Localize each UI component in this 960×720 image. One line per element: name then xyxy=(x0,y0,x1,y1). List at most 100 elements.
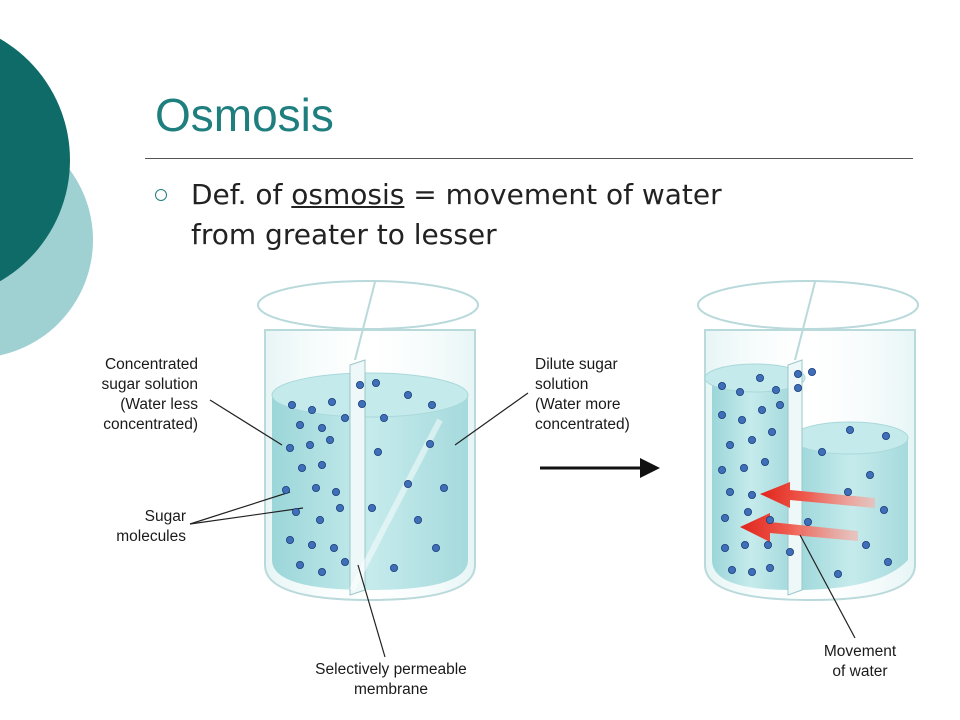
sugar-molecule xyxy=(748,490,757,499)
sugar-molecule xyxy=(736,387,745,396)
right-beaker-rim xyxy=(697,280,919,330)
sugar-molecule xyxy=(756,373,765,382)
left-glass-highlight xyxy=(349,418,443,592)
sugar-molecule xyxy=(413,516,422,525)
dilute-callout xyxy=(454,392,529,446)
right-water-surface-high xyxy=(704,363,806,393)
sugar-molecule xyxy=(726,440,735,449)
bullet-term: osmosis xyxy=(291,178,405,211)
sugar-molecule xyxy=(718,381,727,390)
bullet-prefix: Def. of xyxy=(191,178,292,211)
sugar-molecule xyxy=(317,423,326,432)
sugar-molecule xyxy=(367,503,376,512)
sugar-molecule xyxy=(818,447,827,456)
sugar-molecule xyxy=(884,558,893,567)
sugar-molecule xyxy=(834,570,843,579)
bullet-text: Def. of osmosis = movement of water from… xyxy=(191,175,751,255)
sugar-molecule xyxy=(297,463,306,472)
sugar-molecule xyxy=(808,367,817,376)
sugar-molecule xyxy=(758,405,767,414)
sugar-molecule xyxy=(766,564,775,573)
label-dilute: Dilute sugar solution (Water more concen… xyxy=(535,356,630,433)
membrane-callout xyxy=(357,564,386,658)
circle-bullet-icon xyxy=(155,189,167,201)
sugar-molecules xyxy=(281,367,893,579)
sugar-callout-upper xyxy=(189,491,291,525)
left-beaker-rim xyxy=(257,280,479,330)
left-membrane xyxy=(349,359,366,596)
bullet-suffix: = movement of water from greater to less… xyxy=(191,178,722,251)
sugar-molecule xyxy=(748,435,757,444)
sugar-molecule xyxy=(285,443,294,452)
sugar-molecule xyxy=(331,487,340,496)
sugar-molecule xyxy=(325,435,334,444)
sugar-molecule xyxy=(768,427,777,436)
sugar-molecule xyxy=(327,397,336,406)
sugar-molecule xyxy=(772,385,781,394)
sugar-molecule xyxy=(403,390,412,399)
sugar-molecule xyxy=(882,431,891,440)
sugar-molecule xyxy=(427,400,436,409)
sugar-molecule xyxy=(340,413,349,422)
callout-lines xyxy=(189,392,856,658)
sugar-molecule xyxy=(357,399,366,408)
sugar-molecule xyxy=(718,410,727,419)
label-movement-of-water: Movement of water xyxy=(823,643,897,680)
sugar-molecule xyxy=(786,548,795,557)
right-beaker-water-left xyxy=(712,385,790,590)
sugar-molecule xyxy=(287,400,296,409)
sugar-molecule xyxy=(844,487,853,496)
sugar-molecule xyxy=(371,378,380,387)
movement-callout xyxy=(799,534,856,639)
sugar-molecule xyxy=(880,505,889,514)
sugar-molecule xyxy=(315,516,324,525)
sugar-molecule xyxy=(846,425,855,434)
sugar-molecule xyxy=(340,558,349,567)
sugar-molecule xyxy=(311,483,320,492)
sugar-molecule xyxy=(721,544,730,553)
right-beaker-water-right xyxy=(795,440,908,590)
left-beaker-water xyxy=(272,395,468,590)
slide-title: Osmosis xyxy=(155,89,334,141)
sugar-molecule xyxy=(291,507,300,516)
sugar-molecule xyxy=(307,405,316,414)
sugar-molecule xyxy=(721,514,730,523)
sugar-molecule xyxy=(866,470,875,479)
left-membrane-top xyxy=(354,281,376,361)
sugar-molecule xyxy=(329,544,338,553)
concentrated-callout xyxy=(209,399,283,446)
sugar-molecule xyxy=(305,440,314,449)
sugar-molecule xyxy=(317,568,326,577)
label-concentrated: Concentrated sugar solution (Water less … xyxy=(101,356,198,433)
sugar-molecule xyxy=(748,568,757,577)
sugar-molecule xyxy=(335,503,344,512)
sugar-molecule xyxy=(738,415,747,424)
sugar-molecule xyxy=(726,487,735,496)
sugar-molecule xyxy=(741,541,750,550)
sugar-molecule xyxy=(295,420,304,429)
sugar-molecule xyxy=(355,380,364,389)
sugar-molecule xyxy=(285,536,294,545)
sugar-molecule xyxy=(389,564,398,573)
sugar-molecule xyxy=(295,561,304,570)
sugar-molecule xyxy=(794,369,803,378)
sugar-molecule xyxy=(740,463,749,472)
title-divider xyxy=(145,158,913,159)
sugar-molecule xyxy=(317,460,326,469)
dark-teal-circle xyxy=(0,38,70,282)
sugar-molecule xyxy=(425,439,434,448)
sugar-molecule xyxy=(307,541,316,550)
label-membrane: Selectively permeable membrane xyxy=(315,661,467,698)
right-beaker xyxy=(697,280,919,602)
sugar-molecule xyxy=(403,479,412,488)
sugar-molecule xyxy=(744,507,753,516)
sugar-molecule xyxy=(281,485,290,494)
left-beaker xyxy=(257,280,479,602)
sugar-molecule xyxy=(718,465,727,474)
sugar-molecule xyxy=(766,516,775,525)
water-movement-arrow-upper xyxy=(760,482,875,508)
sugar-molecule xyxy=(761,457,770,466)
